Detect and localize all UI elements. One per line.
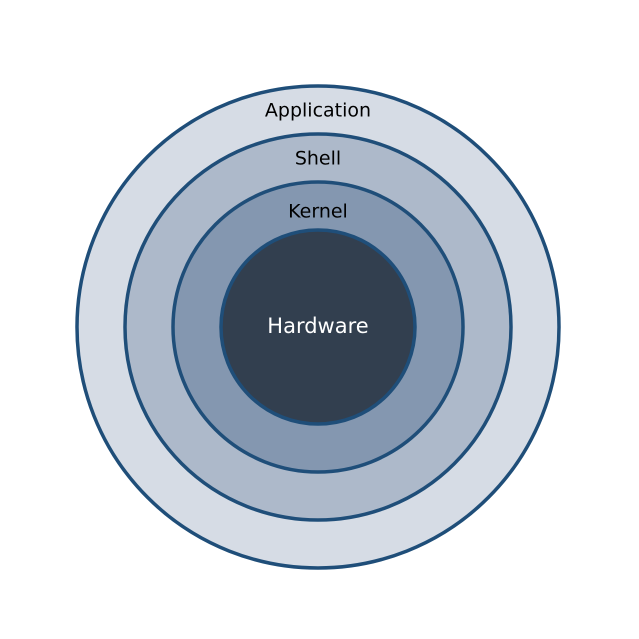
kernel-label: Kernel	[288, 201, 348, 223]
application-label: Application	[265, 100, 371, 122]
shell-label: Shell	[295, 148, 341, 170]
hardware-label: Hardware	[267, 314, 368, 338]
hardware-core	[219, 228, 417, 426]
